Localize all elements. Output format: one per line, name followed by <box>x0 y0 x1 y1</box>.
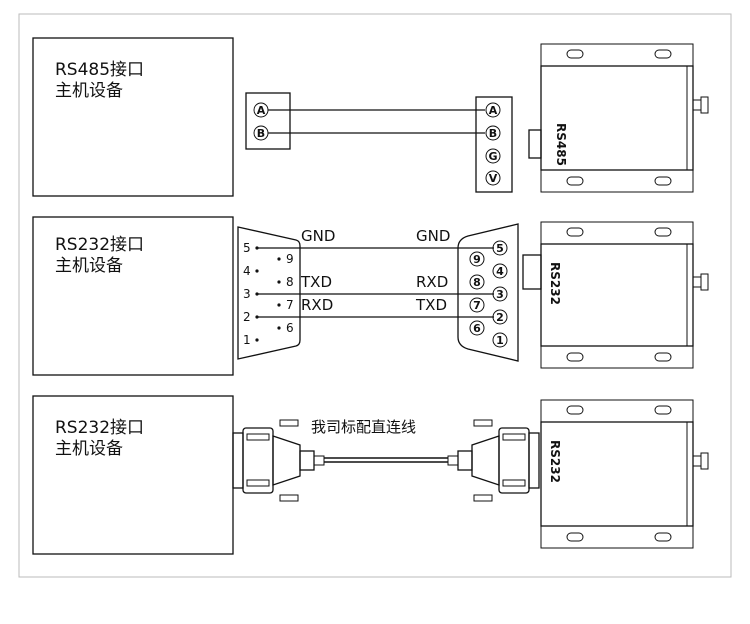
device-label: RS485 <box>554 123 568 166</box>
pin-label: 4 <box>243 264 251 278</box>
host-label-line1: RS485接口 <box>55 60 144 80</box>
terminal-a-left-label: A <box>257 104 266 117</box>
pin-label: 7 <box>286 298 294 312</box>
cable-label: 我司标配直连线 <box>311 418 416 436</box>
signal-txd-right: TXD <box>415 296 447 314</box>
device-label: RS232 <box>548 262 562 305</box>
diagram-frame <box>18 13 732 578</box>
terminal-a-right <box>485 102 501 118</box>
terminal-b-right-label: B <box>489 127 497 140</box>
terminal-block-right <box>475 96 513 193</box>
terminal-g-right <box>485 148 501 164</box>
pin-label: 5 <box>243 241 251 255</box>
host-label-line1: RS232接口 <box>55 235 144 255</box>
signal-txd-left: TXD <box>300 273 332 291</box>
pin-label: 9 <box>286 252 294 266</box>
cable-plug-right <box>447 419 540 502</box>
pin-label: 2 <box>243 310 251 324</box>
db9-male-pins: 5 4 3 2 1 9 8 7 6 <box>243 241 294 347</box>
pin-label: 7 <box>473 299 481 312</box>
host-label-line2: 主机设备 <box>55 81 123 101</box>
row-rs485: RS485接口 主机设备 A B A B G V <box>32 37 709 197</box>
db9-male-connector <box>237 226 301 360</box>
pin-label: 3 <box>496 288 504 301</box>
terminal-v-right <box>485 170 501 186</box>
device-label: RS232 <box>548 440 562 483</box>
terminal-b-left-label: B <box>257 127 265 140</box>
pin-label: 8 <box>473 276 481 289</box>
db9-female-pins: 9 8 7 6 5 4 3 2 1 <box>469 240 508 348</box>
pin-label: 6 <box>286 321 294 335</box>
converter-device-rs232: RS232 <box>522 221 709 369</box>
host-label-line1: RS232接口 <box>55 418 144 438</box>
terminal-b-right <box>485 125 501 141</box>
terminal-a-right-label: A <box>489 104 498 117</box>
pin-label: 1 <box>496 334 504 347</box>
signal-rxd-right: RXD <box>416 273 448 291</box>
terminal-v-right-label: V <box>489 172 498 185</box>
host-device-box <box>32 37 234 197</box>
pin-label: 6 <box>473 322 481 335</box>
signal-rxd-left: RXD <box>301 296 333 314</box>
pin-label: 2 <box>496 311 504 324</box>
converter-device-rs232: RS232 <box>540 399 709 549</box>
row-rs232-cable: RS232接口 主机设备 我司标配直连线 <box>32 395 709 555</box>
host-device-box <box>32 216 234 376</box>
pin-label: 1 <box>243 333 251 347</box>
pin-label: 5 <box>496 242 504 255</box>
pin-label: 9 <box>473 253 481 266</box>
signal-gnd-right: GND <box>416 227 450 245</box>
host-label-line2: 主机设备 <box>55 256 123 276</box>
pin-label: 3 <box>243 287 251 301</box>
host-label-line2: 主机设备 <box>55 439 123 459</box>
terminal-block-left <box>245 92 291 150</box>
row-rs232-pinout: RS232接口 主机设备 5 4 3 2 1 9 8 7 6 G <box>32 216 709 376</box>
terminal-g-right-label: G <box>488 150 497 163</box>
cable-plug-left <box>232 419 325 502</box>
db9-female-connector <box>457 223 519 362</box>
converter-device-rs485: RS485 <box>528 43 709 193</box>
pin-label: 4 <box>496 265 504 278</box>
signal-gnd-left: GND <box>301 227 335 245</box>
pin-label: 8 <box>286 275 294 289</box>
